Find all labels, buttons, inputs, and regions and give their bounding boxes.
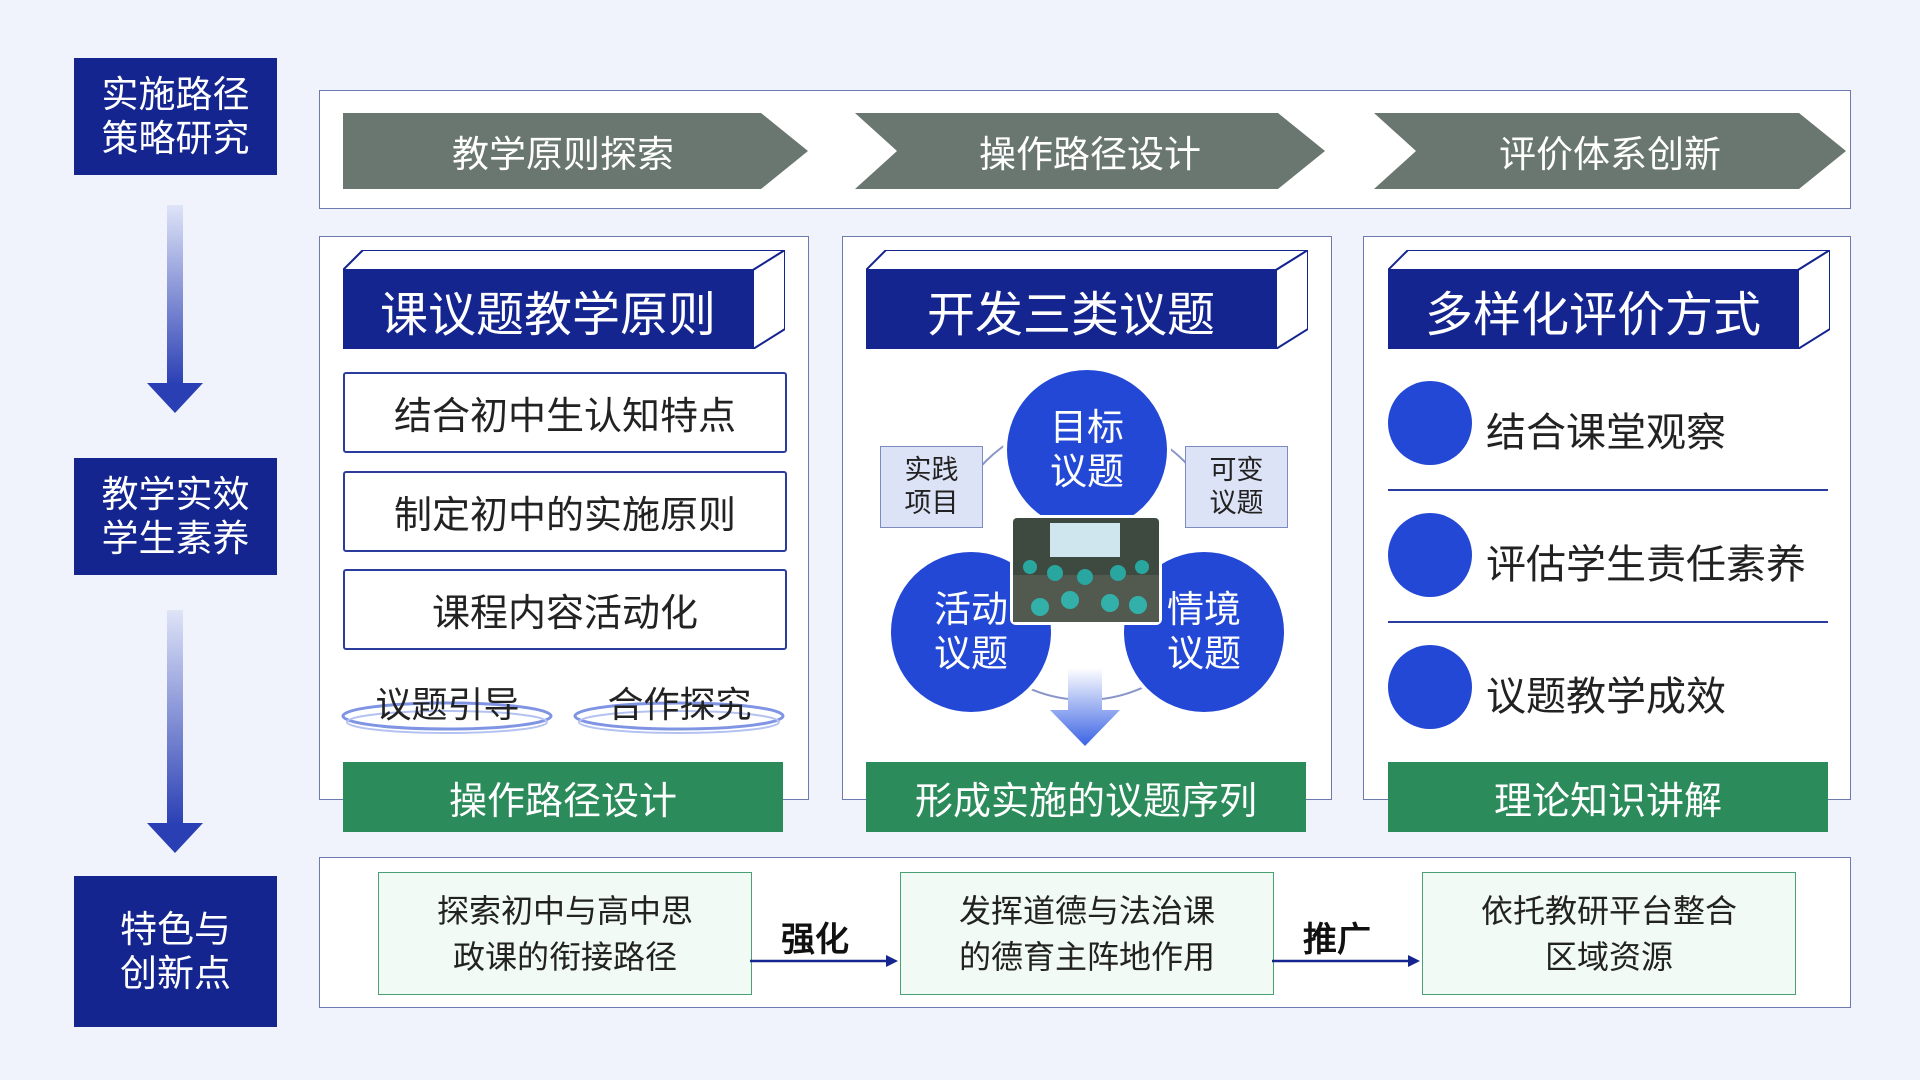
classroom-photo [1010, 515, 1162, 625]
col2-title: 开发三类议题 [926, 286, 1215, 343]
feature-box-2: 发挥道德与法治课 的德育主阵地作用 [900, 872, 1274, 995]
step-chevron-1-shape [343, 113, 808, 189]
pill-ring-1 [341, 701, 553, 734]
feature-box-1: 探索初中与高中思 政课的衔接路径 [378, 872, 752, 995]
col3-title: 多样化评价方式 [1424, 286, 1761, 343]
col2-footer: 形成实施的议题序列 [866, 762, 1306, 832]
eval-dot-3 [1388, 645, 1472, 729]
col2-title-cube [866, 250, 1308, 349]
connector-strengthen: 强化 [781, 920, 849, 960]
pill-ring-2 [573, 701, 785, 734]
col1-item-3: 课程内容活动化 [343, 569, 787, 650]
box-practice-project: 实践 项目 [880, 446, 983, 528]
col1-item-1: 结合初中生认知特点 [343, 372, 787, 453]
down-arrow-1 [147, 205, 203, 413]
col1-item-2: 制定初中的实施原则 [343, 471, 787, 552]
circle-situation-issue: 情境 议题 [1120, 548, 1288, 716]
feature-box-3: 依托教研平台整合 区域资源 [1422, 872, 1796, 995]
label-strategy: 实施路径 策略研究 [74, 58, 277, 175]
col3-title-cube [1388, 250, 1830, 349]
down-arrow-2 [147, 610, 203, 853]
step-2-label: 操作路径设计 [979, 132, 1201, 176]
eval-item-2: 评估学生责任素养 [1486, 542, 1806, 588]
circle-goal-issue: 目标 议题 [1003, 366, 1171, 534]
pill-cooperative-inquiry: 合作探究 [607, 685, 752, 726]
col3-footer: 理论知识讲解 [1388, 762, 1828, 832]
step-chevron-2-shape [855, 113, 1325, 189]
col1-title-cube [343, 250, 785, 349]
step-1-label: 教学原则探索 [452, 132, 674, 176]
step-chevron-3-shape [1374, 113, 1846, 189]
step-3-label: 评价体系创新 [1499, 132, 1721, 176]
eval-dot-1 [1388, 381, 1472, 465]
eval-dot-2 [1388, 513, 1472, 597]
pill-issue-guidance: 议题引导 [375, 685, 520, 726]
label-features: 特色与 创新点 [74, 876, 277, 1027]
col1-title: 课议题教学原则 [379, 286, 716, 343]
eval-divider-2 [1388, 621, 1828, 623]
eval-item-1: 结合课堂观察 [1486, 410, 1726, 456]
eval-item-3: 议题教学成效 [1486, 674, 1726, 720]
connector-promote: 推广 [1303, 920, 1371, 960]
connector-arrow-1 [750, 955, 898, 967]
down-arrow-col2 [1050, 668, 1120, 746]
col1-footer: 操作路径设计 [343, 762, 783, 832]
box-variable-issue: 可变 议题 [1185, 446, 1288, 528]
eval-divider-1 [1388, 489, 1828, 491]
label-effect: 教学实效 学生素养 [74, 458, 277, 575]
connector-arrow-2 [1272, 955, 1420, 967]
